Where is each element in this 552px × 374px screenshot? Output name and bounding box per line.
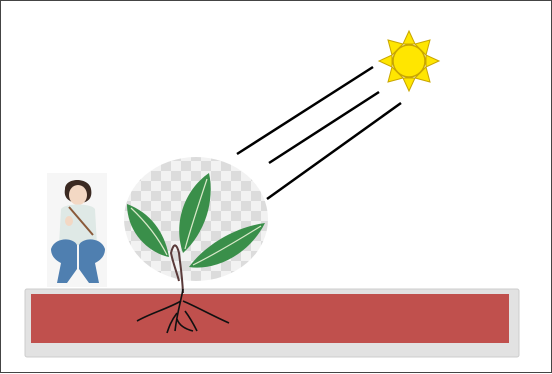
light-rays [237,67,401,199]
person-illustration [47,173,107,287]
soil [25,289,519,357]
sun-icon [379,31,439,91]
